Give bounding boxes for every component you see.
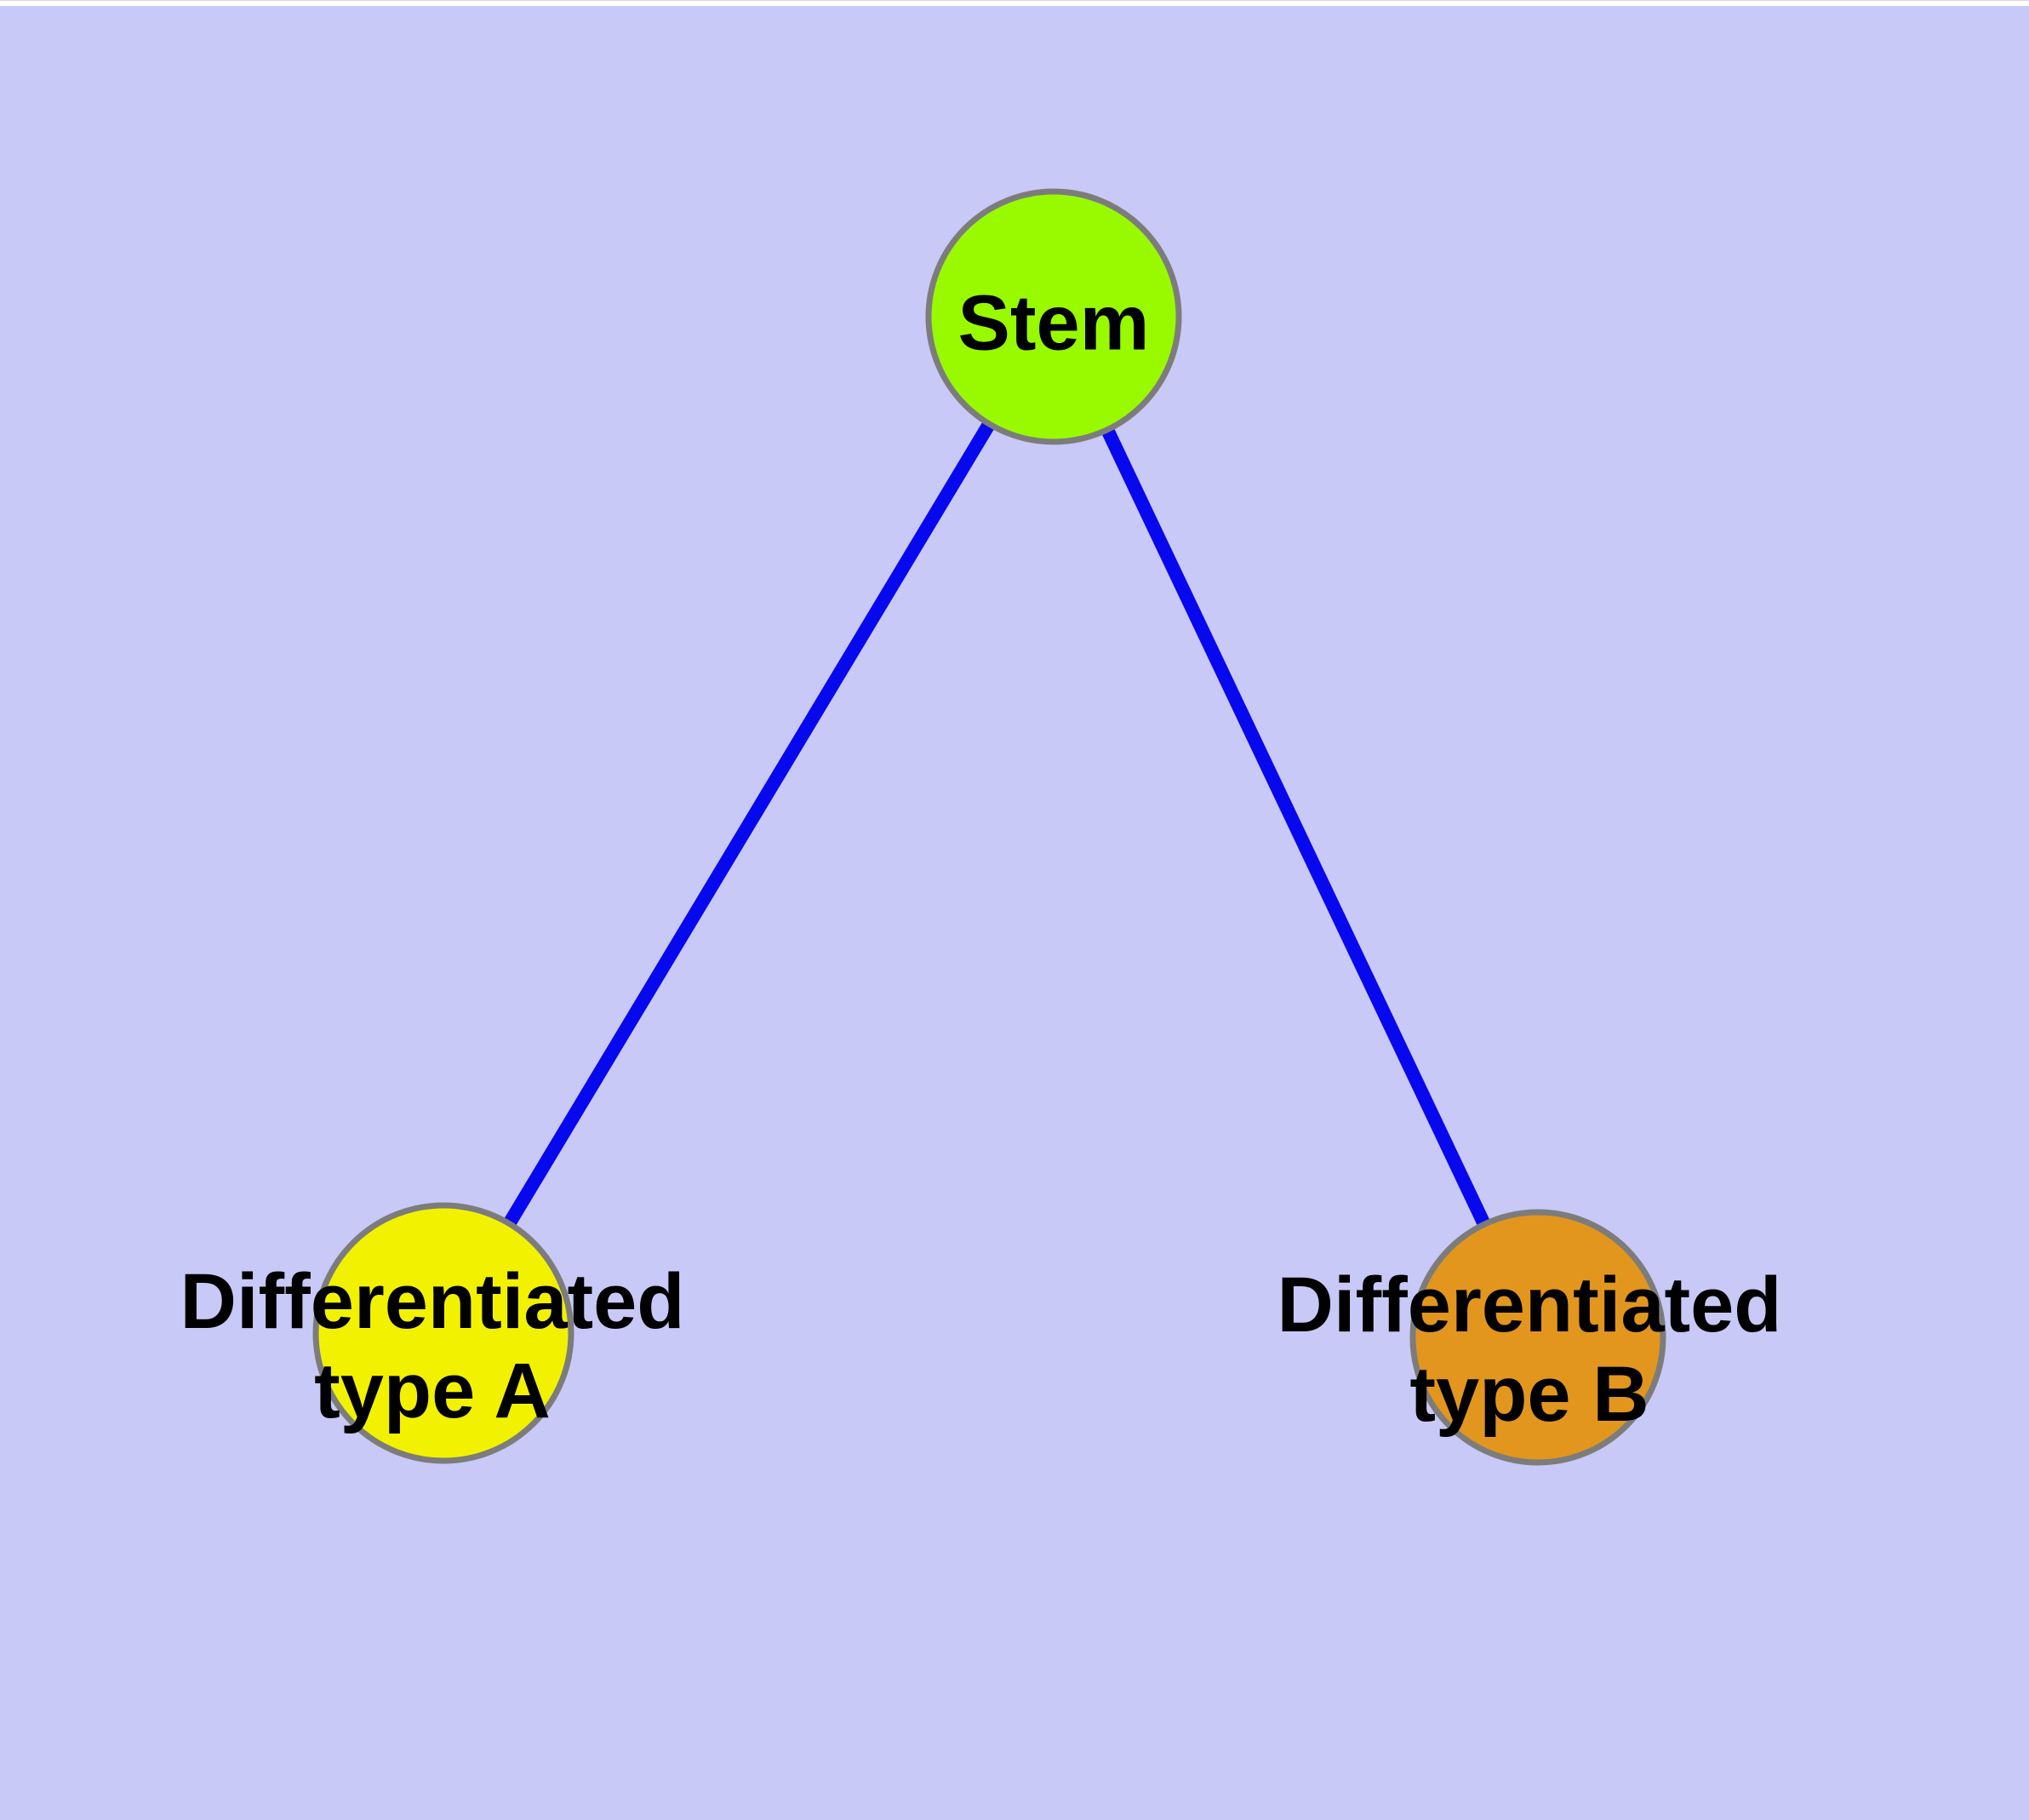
node-stem-label: Stem xyxy=(957,279,1150,367)
edge-stem-to-type-a xyxy=(437,312,1060,1337)
graph-plot xyxy=(0,6,2029,1820)
node-differentiated-type-a-label-line2: type A xyxy=(314,1348,551,1434)
node-differentiated-type-b-label: Differentiated type B xyxy=(1277,1261,1782,1439)
node-differentiated-type-b xyxy=(1409,1209,1666,1466)
node-differentiated-type-a-label-line1: Differentiated xyxy=(180,1258,685,1346)
node-differentiated-type-a-label: Differentiated type A xyxy=(180,1257,685,1436)
window-top-strip xyxy=(0,0,2029,7)
node-differentiated-type-a xyxy=(312,1202,574,1464)
node-differentiated-type-b-label-line2: type B xyxy=(1409,1351,1649,1438)
node-stem xyxy=(925,188,1182,445)
edge-stem-to-type-b xyxy=(1047,313,1545,1341)
node-differentiated-type-b-label-line1: Differentiated xyxy=(1277,1262,1782,1349)
